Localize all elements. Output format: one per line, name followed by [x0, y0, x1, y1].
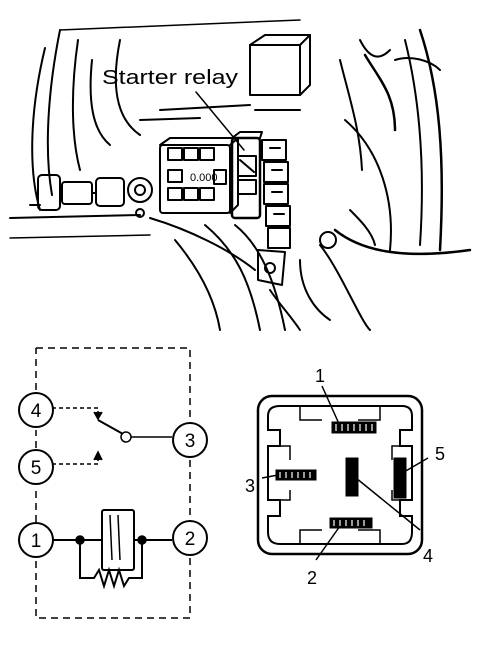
coil-resistor [79, 540, 143, 590]
circuit-terminal-2 [172, 520, 208, 556]
connector-pin-4 [345, 457, 359, 497]
connector-pin-1-label: 1 [315, 366, 325, 386]
circuit-terminal-1 [18, 522, 54, 558]
connector-pin-5-label: 5 [435, 444, 445, 464]
relay-connector-face [256, 394, 424, 556]
engine-label-text: 0.000 [190, 172, 218, 184]
connector-outer-body [256, 394, 424, 556]
connector-pin-2 [329, 517, 373, 529]
connector-pin-5 [393, 457, 407, 499]
circuit-terminal-4-label: 4 [31, 401, 42, 422]
connector-pin-2-label: 2 [307, 568, 317, 588]
circuit-terminal-1-label: 1 [31, 531, 42, 552]
circuit-terminal-2-label: 2 [185, 529, 196, 550]
circuit-terminal-5-label: 5 [31, 458, 42, 479]
circuit-terminal-5 [18, 449, 54, 485]
circuit-terminal-4 [18, 392, 54, 428]
circuit-frame [35, 347, 191, 619]
circuit-terminal-3-label: 3 [185, 431, 196, 452]
connector-pin-4-label: 4 [423, 546, 433, 566]
starter-relay-callout: Starter relay [102, 67, 238, 89]
connector-pin-3-label: 3 [245, 476, 255, 496]
connector-inner-outline [267, 405, 413, 545]
relay-circuit-schematic [35, 347, 191, 619]
circuit-terminal-3 [172, 422, 208, 458]
motorcycle-illustration [9, 19, 472, 331]
